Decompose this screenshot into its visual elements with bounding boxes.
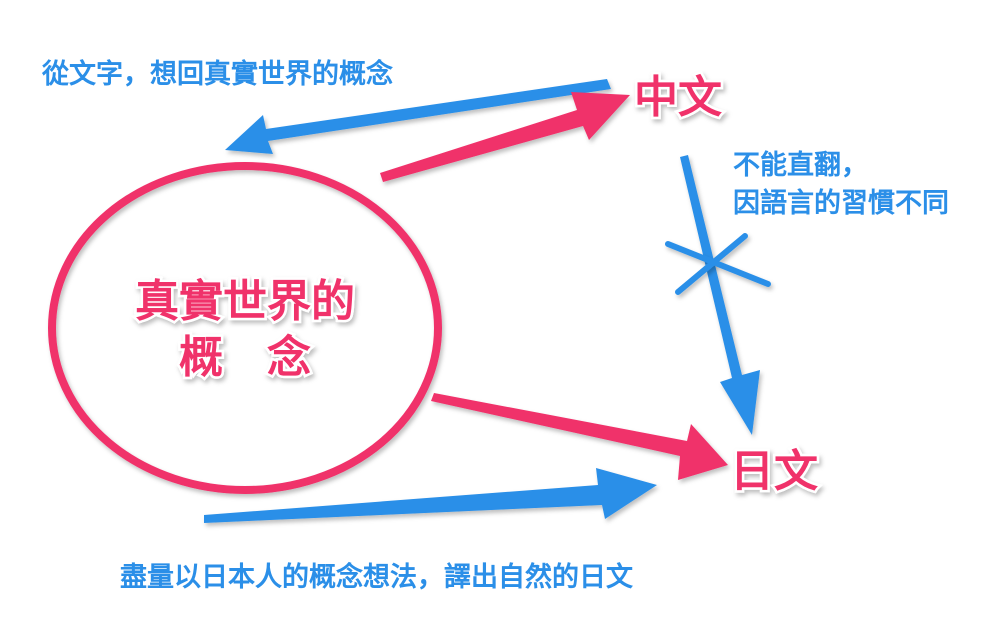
annotation-right-line1: 不能直翻， (733, 149, 868, 181)
arrow-concept-to-chinese (380, 92, 630, 182)
concept-label-line2: 概 念 (179, 332, 311, 383)
annotation-bottom: 盡量以日本人的概念想法，譯出自然的日文 (120, 561, 634, 593)
arrow-bottom-to-japanese (204, 468, 657, 523)
node-japanese: 日文 (730, 446, 818, 497)
cross-mark (665, 233, 771, 295)
annotation-right-line2: 因語言的習慣不同 (733, 187, 949, 219)
annotation-top-left: 從文字，想回真實世界的概念 (41, 58, 393, 90)
concept-ellipse (48, 162, 442, 494)
arrow-chinese-to-concept (225, 79, 611, 154)
concept-label-line1: 真實世界的 (135, 276, 355, 327)
node-chinese: 中文 (634, 72, 722, 123)
arrow-concept-to-japanese (431, 393, 728, 480)
arrow-chinese-to-japanese-direct (680, 155, 760, 435)
